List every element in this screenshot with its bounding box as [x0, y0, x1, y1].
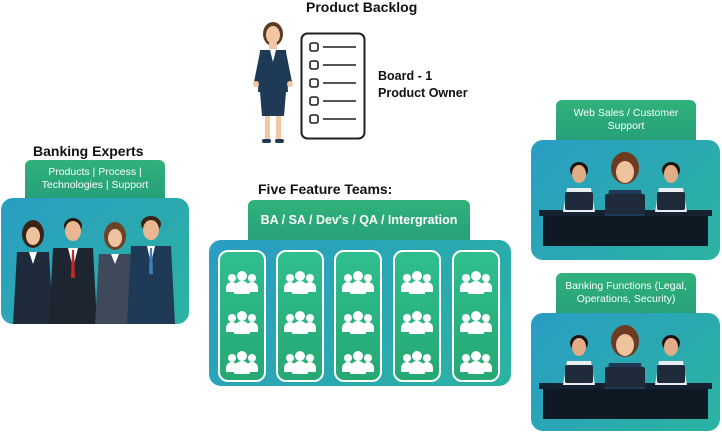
- web-sales-tab-line2: Support: [607, 120, 645, 132]
- feature-team-column-3: [334, 250, 382, 382]
- team-group-icon: [284, 350, 316, 374]
- feature-team-column-4: [393, 250, 441, 382]
- agent-left: [563, 162, 595, 212]
- banking-experts-panel: [1, 198, 189, 324]
- banking-experts-people-illustration: [13, 216, 175, 324]
- web-sales-tab: Web Sales / Customer Support: [556, 100, 696, 140]
- feature-teams-panel: [209, 240, 511, 386]
- team-group-icon: [342, 270, 374, 294]
- team-group-icon: [460, 350, 492, 374]
- banking-experts-tab-line1: Products | Process |: [48, 166, 142, 178]
- team-group-icon: [226, 310, 258, 334]
- team-group-icon: [284, 310, 316, 334]
- agent-center: [605, 152, 645, 216]
- team-group-icon: [401, 310, 433, 334]
- banking-functions-tab: Banking Functions (Legal, Operations, Se…: [556, 273, 696, 313]
- team-group-icon: [342, 310, 374, 334]
- team-group-icon: [226, 350, 258, 374]
- product-backlog-title: Product Backlog: [306, 0, 418, 15]
- team-group-icon: [401, 270, 433, 294]
- web-sales-tab-line1: Web Sales / Customer: [573, 107, 679, 119]
- agent-center: [605, 325, 645, 389]
- agent-right: [655, 162, 687, 212]
- feature-team-column-1: [218, 250, 266, 382]
- product-owner-figure: [253, 22, 293, 143]
- team-group-icon: [401, 350, 433, 374]
- agent-right: [655, 335, 687, 385]
- web-sales-agents-illustration: [539, 152, 712, 246]
- agent-left: [563, 335, 595, 385]
- banking-experts-tab: Products | Process | Technologies | Supp…: [25, 160, 165, 198]
- banking-functions-tab-line2: Operations, Security): [576, 293, 676, 305]
- feature-team-column-2: [276, 250, 324, 382]
- owner-label-line2: Product Owner: [378, 86, 468, 100]
- owner-label-line1: Board - 1: [378, 69, 433, 83]
- feature-teams-tab-label: BA / SA / Dev's / QA / Intergration: [260, 213, 458, 227]
- team-group-icon: [226, 270, 258, 294]
- team-group-icon: [342, 350, 374, 374]
- backlog-checklist-icon: [300, 32, 366, 140]
- banking-functions-panel: [531, 313, 720, 431]
- banking-functions-agents-illustration: [539, 325, 712, 419]
- banking-experts-tab-line2: Technologies | Support: [41, 179, 149, 191]
- feature-teams-title: Five Feature Teams:: [258, 181, 393, 197]
- feature-team-column-5: [452, 250, 500, 382]
- team-group-icon: [460, 310, 492, 334]
- team-group-icon: [284, 270, 316, 294]
- web-sales-panel: [531, 140, 720, 260]
- banking-functions-tab-line1: Banking Functions (Legal,: [565, 280, 687, 292]
- team-group-icon: [460, 270, 492, 294]
- feature-teams-tab: BA / SA / Dev's / QA / Intergration: [248, 200, 470, 241]
- banking-experts-title: Banking Experts: [33, 143, 144, 159]
